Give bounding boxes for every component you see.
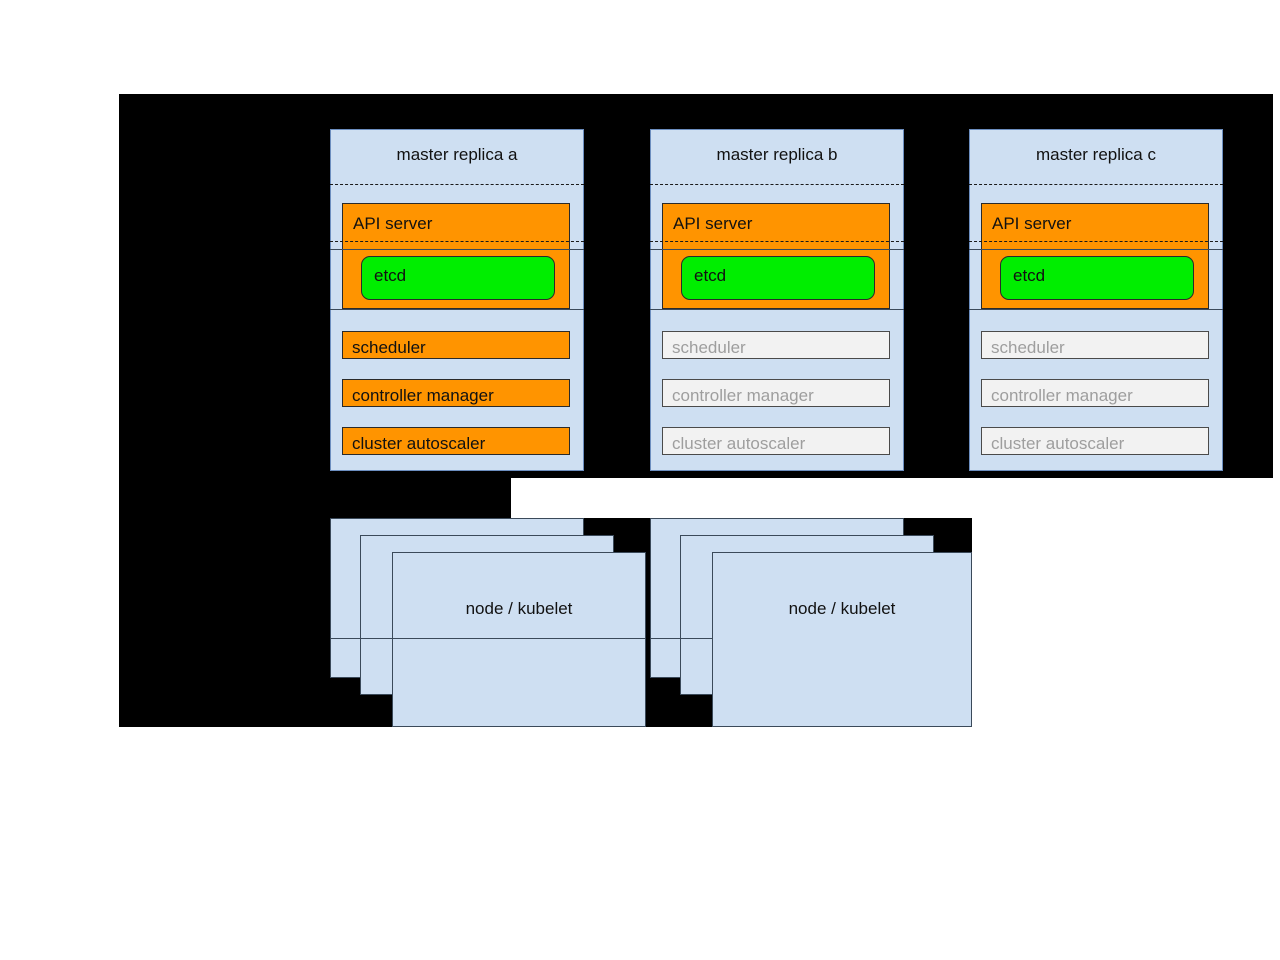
replica-c-scheduler[interactable]: scheduler [981, 331, 1209, 359]
replica-b-scheduler[interactable]: scheduler [662, 331, 890, 359]
replica-b-divider-mid [650, 241, 904, 242]
replica-a-divider-top [330, 184, 584, 185]
replica-a-title: master replica a [396, 145, 518, 164]
replica-a-cluster-autoscaler[interactable]: cluster autoscaler [342, 427, 570, 455]
replica-b-title: master replica b [716, 145, 838, 164]
replica-b-controller-manager[interactable]: controller manager [662, 379, 890, 407]
replica-a-rule-lower [330, 309, 584, 310]
replica-a-divider-mid [330, 241, 584, 242]
replica-a-rule-upper [330, 249, 584, 250]
replica-a-etcd-label: etcd [374, 266, 407, 285]
node-group-left-layer-1[interactable]: node / kubelet [392, 552, 646, 727]
replica-c-api-server-label: API server [992, 214, 1072, 233]
replica-b-etcd[interactable]: etcd [681, 256, 875, 300]
replica-b-rule-upper [650, 249, 904, 250]
node-group-right-layer-1[interactable]: node / kubelet [712, 552, 972, 727]
replica-c-title: master replica c [1036, 145, 1156, 164]
replica-c-rule-lower [969, 309, 1223, 310]
replica-b-divider-top [650, 184, 904, 185]
replica-c-controller-manager[interactable]: controller manager [981, 379, 1209, 407]
node-group-left-rule [330, 638, 646, 639]
replica-c-etcd[interactable]: etcd [1000, 256, 1194, 300]
replica-b-etcd-label: etcd [694, 266, 727, 285]
replica-c-cluster-autoscaler[interactable]: cluster autoscaler [981, 427, 1209, 455]
node-group-right-rule [650, 638, 712, 639]
replica-a-etcd[interactable]: etcd [361, 256, 555, 300]
replica-a-api-server-label: API server [353, 214, 433, 233]
backdrop-notch [511, 478, 1280, 518]
replica-c-divider-top [969, 184, 1223, 185]
replica-b-cluster-autoscaler[interactable]: cluster autoscaler [662, 427, 890, 455]
replica-c-divider-mid [969, 241, 1223, 242]
replica-c-rule-upper [969, 249, 1223, 250]
replica-b-api-server-label: API server [673, 214, 753, 233]
node-group-left-label: node / kubelet [465, 599, 573, 618]
replica-b-rule-lower [650, 309, 904, 310]
replica-c-etcd-label: etcd [1013, 266, 1046, 285]
replica-a-scheduler[interactable]: scheduler [342, 331, 570, 359]
node-group-right-label: node / kubelet [788, 599, 896, 618]
replica-a-controller-manager[interactable]: controller manager [342, 379, 570, 407]
